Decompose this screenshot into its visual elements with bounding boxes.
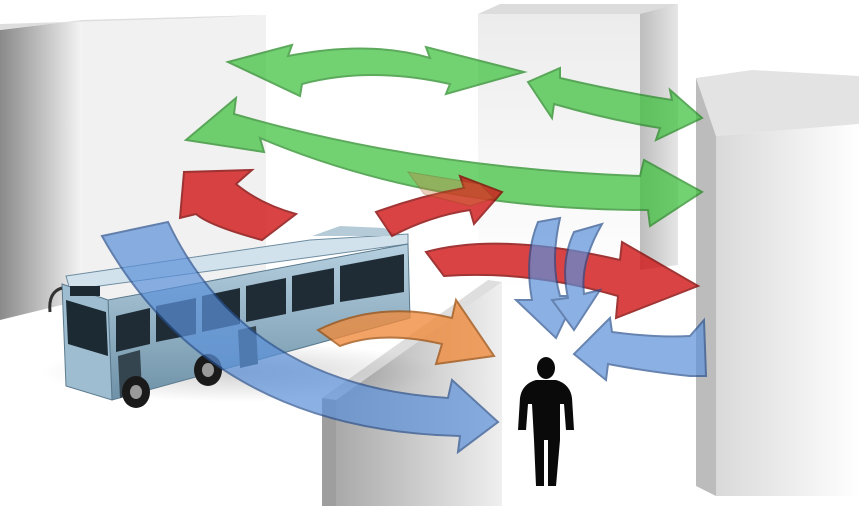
green-arrow-top-left bbox=[225, 43, 528, 98]
person-icon bbox=[518, 357, 574, 486]
blue-arrow-from-right bbox=[572, 315, 708, 382]
blue-arrow-down-right bbox=[550, 222, 605, 332]
destination-sign bbox=[70, 286, 100, 296]
orange-diffraction-arrow bbox=[316, 297, 496, 366]
building-left bbox=[0, 15, 266, 320]
building-right bbox=[696, 70, 859, 496]
green-arrow-top-right bbox=[526, 66, 704, 142]
blue-arrows bbox=[100, 171, 708, 455]
blue-arrow-green-crossing bbox=[406, 171, 495, 207]
green-reflection-arrows bbox=[183, 43, 704, 228]
blue-arrow-long-from-bus bbox=[100, 220, 500, 455]
red-arrows bbox=[178, 168, 701, 320]
red-arrow-mid bbox=[374, 174, 504, 238]
green-arrow-long bbox=[183, 95, 704, 228]
red-arrow-curve-left bbox=[178, 168, 299, 242]
red-arrow-long bbox=[424, 240, 701, 320]
